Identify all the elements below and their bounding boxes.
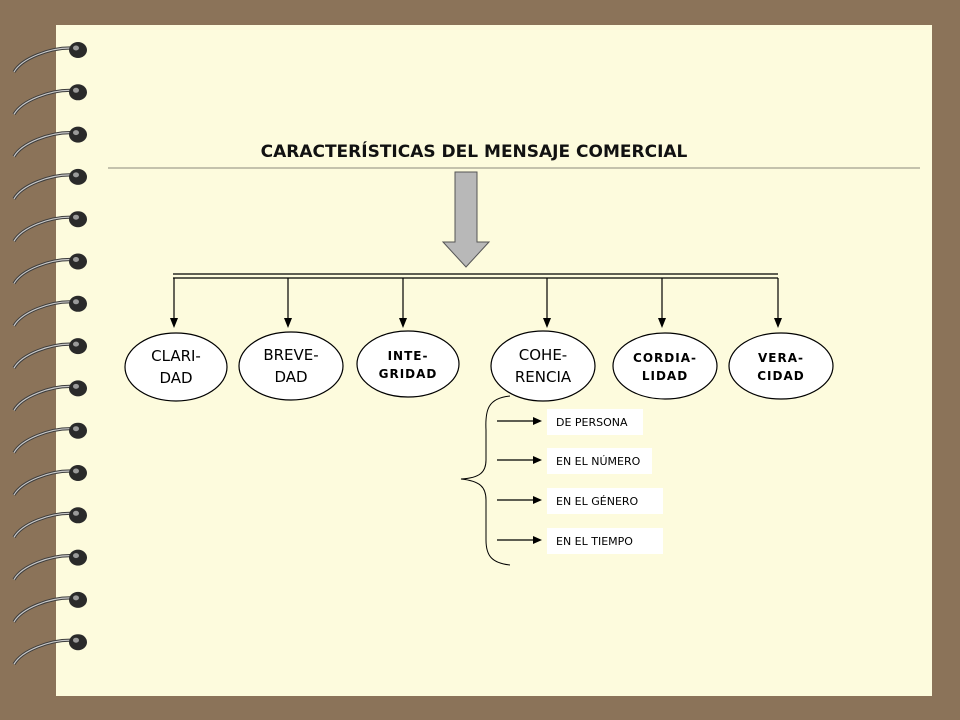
- node-4: COHE- RENCIA: [490, 278, 596, 402]
- node-ellipse: [612, 332, 718, 400]
- coherencia-item: EN EL GÉNERO: [497, 488, 663, 514]
- coherencia-item: EN EL NÚMERO: [497, 448, 652, 474]
- node-ellipse: [356, 330, 460, 398]
- binding-ring: [12, 507, 87, 539]
- node-label-line2: LIDAD: [642, 369, 688, 383]
- sub-label-box: [547, 488, 663, 514]
- node-label-line2: GRIDAD: [379, 367, 438, 381]
- coherencia-brace: [460, 395, 511, 566]
- node-ellipse: [238, 331, 344, 401]
- node-5: CORDIA- LIDAD: [612, 278, 718, 400]
- node-label-line2: CIDAD: [757, 369, 804, 383]
- binding-ring: [12, 634, 87, 666]
- branch-arrow-head: [284, 318, 292, 328]
- sub-label: EN EL TIEMPO: [556, 535, 633, 548]
- binding-ring: [12, 422, 87, 454]
- node-label-line2: DAD: [274, 368, 307, 386]
- nodes-layer: CLARI- DAD BREVE- DAD INTE- GRIDAD COHE- RENCIA…: [124, 278, 834, 402]
- binding-ring: [12, 42, 87, 73]
- coherencia-item: EN EL TIEMPO: [497, 528, 663, 554]
- node-label-line1: CORDIA-: [633, 351, 697, 365]
- binding-ring: [12, 168, 87, 200]
- node-label-line2: RENCIA: [515, 368, 572, 386]
- sub-label-box: [547, 409, 643, 435]
- binding-ring: [12, 549, 87, 581]
- node-label-line1: BREVE-: [263, 346, 318, 364]
- node-label-line1: CLARI-: [151, 347, 201, 365]
- node-label-line1: COHE-: [519, 346, 567, 364]
- node-label-line1: INTE-: [388, 349, 429, 363]
- node-2: BREVE- DAD: [238, 278, 344, 401]
- sub-arrow-head: [533, 456, 542, 464]
- binding-ring: [12, 295, 87, 327]
- sub-label-box: [547, 528, 663, 554]
- sub-arrow-head: [533, 536, 542, 544]
- binding-ring: [12, 84, 87, 116]
- node-label-line1: VERA-: [758, 351, 804, 365]
- branch-arrow-head: [774, 318, 782, 328]
- sub-label: EN EL NÚMERO: [556, 455, 641, 468]
- node-3: INTE- GRIDAD: [356, 278, 460, 398]
- node-ellipse: [124, 332, 228, 402]
- diagram-title: CARACTERÍSTICAS DEL MENSAJE COMERCIAL: [261, 140, 688, 162]
- spiral-binding: [12, 42, 87, 666]
- binding-ring: [12, 591, 87, 623]
- sub-arrow-head: [533, 496, 542, 504]
- branch-arrow-head: [399, 318, 407, 328]
- node-ellipse: [490, 330, 596, 402]
- main-down-arrow: [441, 171, 491, 268]
- binding-ring: [12, 126, 87, 158]
- sub-label-box: [547, 448, 652, 474]
- node-ellipse: [728, 332, 834, 400]
- node-label-line2: DAD: [159, 369, 192, 387]
- branch-arrow-head: [170, 318, 178, 328]
- binding-ring: [12, 465, 87, 496]
- binding-ring: [12, 211, 87, 243]
- branch-arrow-head: [658, 318, 666, 328]
- sub-label: EN EL GÉNERO: [556, 495, 639, 508]
- node-1: CLARI- DAD: [124, 278, 228, 402]
- binding-ring: [12, 338, 87, 370]
- binding-ring: [12, 380, 87, 412]
- node-6: VERA- CIDAD: [728, 278, 834, 400]
- sub-label: DE PERSONA: [556, 416, 628, 429]
- coherencia-items: DE PERSONA EN EL NÚMERO EN EL GÉNERO EN EL …: [497, 409, 663, 554]
- branch-arrow-head: [543, 318, 551, 328]
- binding-ring: [12, 253, 87, 285]
- coherencia-item: DE PERSONA: [497, 409, 643, 435]
- sub-arrow-head: [533, 417, 542, 425]
